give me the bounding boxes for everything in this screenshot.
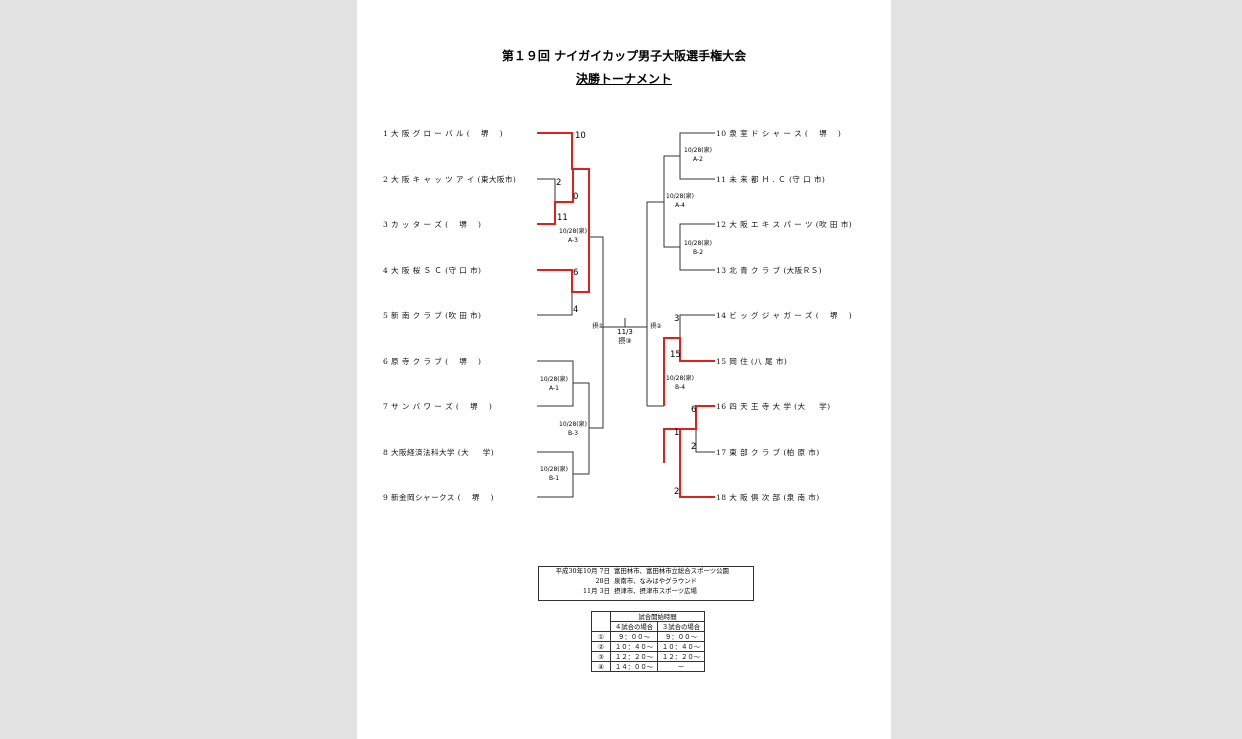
bracket-line (589, 327, 604, 429)
semifinal-label: 摂① (592, 323, 604, 330)
winner-path (663, 337, 715, 406)
score: 1 (674, 428, 680, 438)
score: 2 (691, 442, 697, 452)
bracket-line (695, 429, 715, 453)
page-title: 第１９回 ナイガイカップ男子大阪選手権大会 (501, 49, 747, 63)
team-entry: 10 泉 室 ド シ ャ ー ス ( 堺 ) (716, 129, 842, 138)
team-entry: 5 新 南 ク ラ ブ (吹 田 市) (383, 311, 482, 320)
winner-path (537, 169, 574, 225)
winner-path (537, 237, 590, 293)
winner-path (679, 405, 715, 498)
score: 6 (573, 268, 579, 278)
schedule-box (538, 566, 754, 601)
team-entry: 7 サ ン バ ワ ー ズ ( 堺 ) (383, 402, 493, 411)
schedule-row: 28日 泉南市、なみはやグラウンド (595, 577, 698, 585)
team-entry: 11 未 来 都 Ｈ . Ｃ (守 口 市) (716, 175, 826, 184)
team-entry: 6 原 寺 ク ラ ブ ( 堺 ) (383, 357, 482, 366)
score: 3 (674, 314, 680, 324)
team-entry: 15 岡 住 (八 尾 市) (716, 357, 788, 366)
page-subtitle: 決勝トーナメント (575, 72, 672, 86)
score: 0 (573, 192, 579, 202)
match-label: 10/28(泉)A-2 (684, 147, 712, 163)
team-entry: 14 ビ ッ グ ジ ャ ガ ー ズ ( 堺 ) (716, 311, 853, 320)
team-entry: 16 四 天 王 寺 大 学 (大 学) (716, 402, 831, 411)
match-label: 10/28(泉)A-4 (666, 193, 694, 209)
team-entry: 13 北 青 ク ラ ブ (大阪ＲＳ) (716, 266, 823, 275)
bracket-line (679, 314, 715, 338)
bracket-line (589, 236, 607, 328)
match-label: 10/28(泉)A-3 (559, 228, 587, 244)
score: 11 (557, 213, 568, 223)
team-entry: 4 大 阪 桜 Ｓ Ｃ (守 口 市) (383, 266, 482, 275)
team-entry: 18 大 阪 俱 次 部 (泉 南 市) (716, 493, 820, 502)
team-entry: 2 大 阪 キ ャ ッ ツ ア イ (東大阪市) (383, 175, 517, 184)
bracket-line (537, 292, 573, 316)
team-entry: 1 大 阪 グ ロ ー バ ル ( 堺 ) (383, 129, 504, 138)
team-entry: 12 大 阪 エ キ ス パ ー ツ (吹 田 市) (716, 220, 853, 229)
schedule-table: 平成30年10月 7日 富田林市、富田林市立総合スポーツ公園 28日 泉南市、な… (538, 566, 753, 596)
score: 2 (556, 178, 562, 188)
winner-path (663, 428, 680, 463)
match-label: 10/28(泉)B-1 (540, 466, 568, 482)
bracket-line (646, 201, 664, 406)
match-label: 10/28(泉)B-2 (684, 240, 712, 256)
team-entry: 3 カ ッ タ ー ズ ( 堺 ) (383, 220, 482, 229)
tournament-bracket (537, 132, 715, 498)
times-header: 試合開始時間 (610, 611, 705, 622)
score: 10 (575, 131, 586, 141)
match-label: 10/28(泉)B-3 (559, 421, 587, 437)
team-entry: 9 新金岡シャークス ( 堺 ) (383, 493, 494, 502)
team-entry: 17 東 部 ク ラ ブ (柏 原 市) (716, 448, 820, 457)
document-page: 第１９回 ナイガイカップ男子大阪選手権大会 決勝トーナメント (357, 0, 891, 739)
schedule-row: 11月 3日 摂津市、摂津市スポーツ広場 (582, 587, 697, 595)
match-label: 10/28(泉)B-4 (666, 375, 694, 391)
schedule-row: 平成30年10月 7日 富田林市、富田林市立総合スポーツ公園 (555, 567, 729, 575)
bracket-line (537, 178, 556, 202)
score: 6 (691, 405, 697, 415)
team-entry: 8 大阪経済法科大学 (大 学) (383, 448, 495, 457)
semifinal-label: 摂② (650, 323, 662, 330)
match-label: 10/28(泉)A-1 (540, 376, 568, 392)
score: 2 (674, 487, 680, 497)
score: 15 (670, 350, 681, 360)
score: 4 (573, 305, 579, 315)
